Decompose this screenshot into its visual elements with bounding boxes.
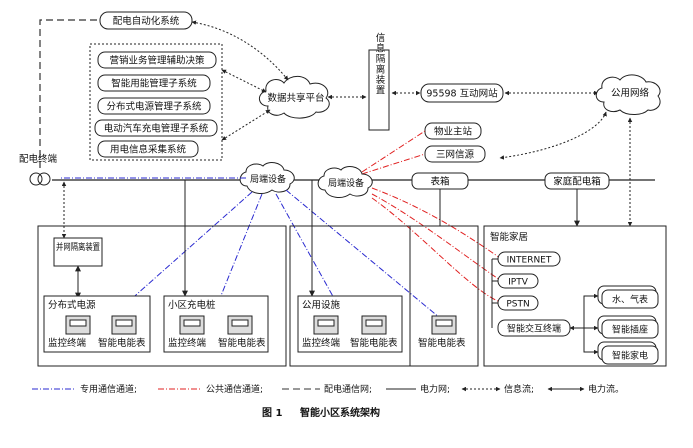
monitor-terminal-label: 监控终端 (302, 337, 341, 349)
smart-interactive-terminal-label: 智能交互终端 (507, 323, 561, 335)
local-device-left-cloud (239, 162, 295, 194)
legend-public-label: 公共通信通道; (206, 383, 263, 395)
monitor-terminal-icon (65, 315, 91, 335)
distribution-network-link (39, 19, 100, 168)
data-platform-label: 数据共享平台 (267, 92, 324, 104)
subsystem-group (89, 43, 223, 161)
smart-socket-stack (597, 315, 659, 339)
public-channel-internet (371, 187, 501, 259)
transformer-icon (29, 172, 51, 186)
public-channel-pstn (371, 197, 501, 303)
water-gas-meter-stack (597, 285, 659, 309)
info-flow-public-triple (499, 111, 607, 160)
caption-number: 图 1 (262, 407, 282, 419)
ev-charging-box (94, 119, 218, 137)
info-flow-automation (191, 20, 289, 81)
smart-meter-icon (361, 315, 387, 335)
info-collection-label: 用电信息采集系统 (110, 144, 187, 156)
home-distribution-box-label: 家庭配电箱 (553, 176, 601, 188)
grid-switch-label-1: 并网隔离装置 (56, 241, 100, 253)
info-collection-box (97, 140, 199, 158)
smart-meter-icon (227, 315, 253, 335)
internet-label: INTERNET (507, 256, 552, 266)
triple-play-label: 三网信源 (436, 149, 475, 161)
legend-distribution-label: 配电通信网; (324, 383, 372, 395)
public-network-label: 公用网络 (611, 87, 650, 99)
monitor-terminal-icon (313, 315, 339, 335)
smart-meter-label: 智能电能表 (218, 337, 266, 349)
info-isolation-label: 信息隔离装置 (374, 32, 386, 96)
monitor-terminal-icon (179, 315, 205, 335)
distributed-power-label: 分布式电源管理子系统 (106, 101, 202, 113)
local-device-left-label: 局端设备 (250, 173, 286, 185)
smart-energy-box (97, 74, 211, 92)
water-gas-meter-label: 水、气表 (612, 294, 648, 306)
caption-title: 智能小区系统架构 (300, 406, 380, 419)
info-isolation-box (368, 49, 390, 131)
legend-power-flow-label: 电力流。 (588, 383, 624, 395)
smart-socket-label: 智能插座 (612, 324, 648, 336)
community-charging-label: 小区充电桩 (168, 299, 216, 311)
property-station-label: 物业主站 (434, 126, 473, 138)
interactive-site-box (420, 83, 504, 103)
public-network-cloud (595, 74, 661, 115)
link-water-gas (583, 293, 599, 328)
smart-home-frame (483, 225, 667, 367)
local-device-right-label: 局端设备 (328, 177, 364, 189)
smart-energy-label: 智能用能管理子系统 (111, 78, 197, 90)
smart-meter-icon (431, 315, 457, 335)
local-device-right-cloud (317, 166, 373, 198)
smart-meter-label: 智能电能表 (350, 337, 398, 349)
smart-meter-label: 智能电能表 (98, 337, 146, 349)
distributed-power-box (97, 97, 211, 115)
legend-power-label: 电力网; (420, 383, 450, 395)
monitor-terminal-label: 监控终端 (48, 337, 87, 349)
marketing-support-label: 营销业务管理辅助决策 (109, 55, 205, 67)
iptv-label: IPTV (508, 278, 529, 288)
monitor-terminal-label: 监控终端 (168, 337, 207, 349)
grid-switch-box (53, 237, 103, 267)
legend-info-label: 信息流; (504, 383, 534, 395)
pstn-label: PSTN (506, 300, 529, 310)
distribution-automation-label: 配电自动化系统 (113, 15, 180, 27)
distributed-source-label: 分布式电源 (48, 299, 96, 311)
distribution-terminal-label: 配电终端 (19, 153, 58, 165)
public-facility-label: 公用设施 (302, 299, 341, 311)
info-flow-subsystems (221, 69, 267, 93)
public-channel-iptv (371, 193, 501, 281)
link-appliance (583, 328, 599, 355)
info-flow-collection (221, 109, 271, 141)
smart-meter-label: 智能电能表 (418, 337, 466, 349)
smart-appliance-label: 智能家电 (612, 350, 648, 362)
ev-charging-label: 电动汽车充电管理子系统 (104, 123, 209, 135)
smart-meter-icon (111, 315, 137, 335)
property-station-box (424, 122, 482, 140)
smart-home-label: 智能家居 (490, 231, 528, 243)
public-channel-property (361, 130, 426, 173)
left-group-frame (37, 225, 287, 367)
legend-private-label: 专用通信通道; (80, 383, 137, 395)
interactive-site-label: 95598 互动网站 (426, 88, 498, 100)
meter-box-label: 表箱 (430, 176, 449, 188)
middle-group-frame (289, 225, 479, 367)
public-channel-triple (361, 153, 426, 175)
